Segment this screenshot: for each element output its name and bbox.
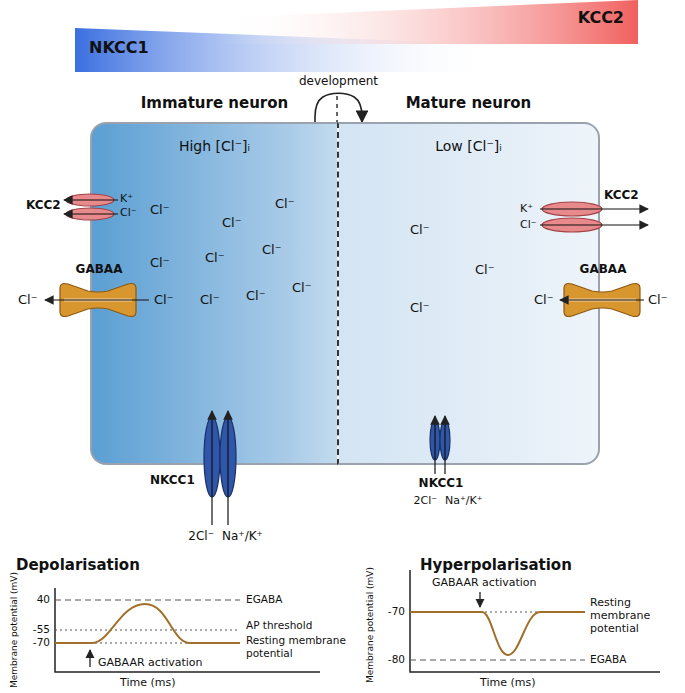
ion-flow-arrow: [211, 411, 212, 525]
node-text: K⁺: [520, 202, 533, 215]
ion-flow-arrow: [64, 199, 118, 200]
axis-title: Time (ms): [480, 676, 535, 689]
graph-axes: [55, 588, 320, 672]
activation-arrow: [89, 650, 90, 667]
line-label: Resting membrane potential: [590, 596, 678, 636]
node-label: Mature neuron: [339, 94, 598, 112]
ion-label: Cl⁻: [410, 300, 430, 316]
ion-flow-arrow: [540, 224, 648, 225]
nkcc1-cotransporter: NKCC1 2Cl⁻ Na⁺/K⁺: [395, 420, 487, 512]
ion-label: Cl⁻: [534, 292, 554, 308]
ion-label: Cl⁻: [222, 215, 242, 231]
tick-label: 40: [20, 593, 50, 606]
ion-label: Cl⁻: [150, 255, 170, 271]
node-text: High [Cl⁻]ᵢ: [92, 138, 337, 155]
kcc2-transporter: KCC2 K⁺Cl⁻: [26, 190, 146, 224]
ion-label: Cl⁻: [292, 280, 312, 296]
node-shape: [75, 0, 638, 72]
node-label: KCC2: [604, 188, 639, 202]
ion-label: Cl⁻: [475, 262, 495, 278]
axis-title: Time (ms): [120, 676, 175, 689]
membrane-trace: [55, 604, 240, 643]
graph-title: Depolarisation: [16, 556, 140, 574]
ion-label: Cl⁻: [262, 242, 282, 258]
line-label: EGABA: [590, 653, 626, 666]
tick-label: -70: [375, 605, 405, 618]
ion-label: Cl⁻: [150, 202, 170, 218]
development-arrow: [315, 93, 362, 122]
line-label: EGABA: [246, 593, 282, 606]
node-text: 2Cl⁻: [395, 494, 437, 507]
node-text: K⁺: [120, 192, 133, 205]
ion-label: Cl⁻: [246, 288, 266, 304]
activation-arrow: [479, 592, 480, 607]
node-text: 2Cl⁻: [150, 529, 214, 543]
node-text: Low [Cl⁻]ᵢ: [339, 138, 598, 155]
gabaa-receptor: GABAA: [43, 262, 155, 318]
node-text: Cl⁻: [520, 218, 537, 231]
tick-label: -70: [20, 636, 50, 649]
node-label: NKCC1: [395, 476, 487, 490]
ion-label: Cl⁻: [200, 292, 220, 308]
threshold-line: [55, 630, 240, 631]
edge-label: development: [297, 74, 380, 88]
node-label: Immature neuron: [92, 94, 337, 112]
node-label: NKCC1: [150, 473, 195, 487]
event-label: GABAAR activation: [432, 576, 537, 589]
line-label: Resting membrane potential: [246, 634, 356, 659]
ion-flow-arrow: [444, 416, 445, 474]
ion-flow-arrow: [434, 416, 435, 474]
node-text: Cl⁻: [120, 206, 137, 219]
ion-flow-arrow: [540, 208, 648, 209]
nkcc1-cotransporter: NKCC1 2Cl⁻ Na⁺/K⁺: [150, 417, 270, 545]
ion-flow-arrow: [227, 411, 228, 525]
membrane-trace: [410, 612, 585, 655]
graph-title: Hyperpolarisation: [420, 556, 572, 574]
ion-flow-arrow: [45, 299, 149, 300]
ion-label: Cl⁻: [648, 292, 668, 308]
ion-label: Cl⁻: [18, 292, 38, 308]
ion-label: Cl⁻: [410, 222, 430, 238]
node-label: KCC2: [26, 198, 61, 212]
mature-neuron-cell: Mature neuronLow [Cl⁻]ᵢKCC2K⁺Cl⁻GABAANKC…: [337, 122, 600, 465]
egaba-line: [55, 600, 240, 601]
egaba-line: [410, 660, 585, 661]
line-label: AP threshold: [246, 619, 312, 632]
gabaa-receptor: GABAA: [560, 262, 646, 318]
tick-label: -80: [375, 653, 405, 666]
expression-gradient-band: NKCC1 KCC2: [75, 0, 638, 72]
kcc2-gradient: [75, 0, 638, 44]
node-label: NKCC1: [89, 38, 149, 57]
axis-title: Membrane potential (mV): [9, 572, 20, 688]
event-label: GABAAR activation: [98, 656, 203, 669]
tick-label: -55: [20, 623, 50, 636]
axis-title: Membrane potential (mV): [365, 567, 376, 683]
ion-flow-arrow: [64, 213, 118, 214]
node-label: GABAA: [560, 262, 646, 276]
ion-label: Cl⁻: [154, 292, 174, 308]
ion-label: Cl⁻: [205, 250, 225, 266]
ion-label: Cl⁻: [275, 196, 295, 212]
kcc2-transporter: KCC2K⁺ Cl⁻: [520, 188, 652, 238]
node-text: Na⁺/K⁺: [222, 529, 263, 543]
ion-flow-arrow: [560, 299, 644, 300]
node-label: GABAA: [43, 262, 155, 276]
node-text: Na⁺/K⁺: [445, 494, 483, 507]
development-divider: [336, 96, 338, 124]
node-text: KCC2: [578, 8, 624, 27]
